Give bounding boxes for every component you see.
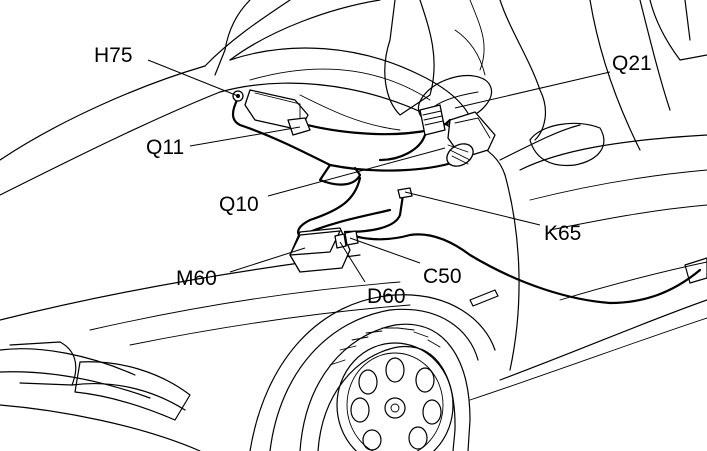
label-q11: Q11: [146, 136, 184, 159]
k65-relay: [397, 187, 413, 199]
label-q21: Q21: [612, 52, 652, 75]
label-c50: C50: [423, 265, 462, 288]
q11-airbag-module: [244, 89, 311, 136]
d60-connector: [334, 233, 347, 249]
c50-connector: [344, 230, 359, 246]
leader-q21: [454, 71, 611, 109]
label-k65: K65: [544, 222, 581, 245]
label-m60: M60: [176, 267, 217, 290]
leader-h75: [147, 59, 239, 97]
q21-driver-module: [419, 104, 496, 167]
front-wheel: [299, 323, 471, 451]
leader-q11: [189, 126, 301, 147]
leader-d60: [339, 241, 366, 283]
label-q10: Q10: [219, 193, 259, 216]
leader-k65: [404, 191, 541, 226]
label-h75: H75: [94, 44, 133, 67]
leader-m60: [229, 247, 306, 273]
leader-lines: [147, 59, 611, 283]
labels: H75 Q21 Q11 Q10 K65 M60 C50 D60: [94, 44, 652, 308]
label-d60: D60: [367, 285, 406, 308]
leader-q10: [267, 147, 446, 197]
leader-c50: [349, 237, 421, 264]
